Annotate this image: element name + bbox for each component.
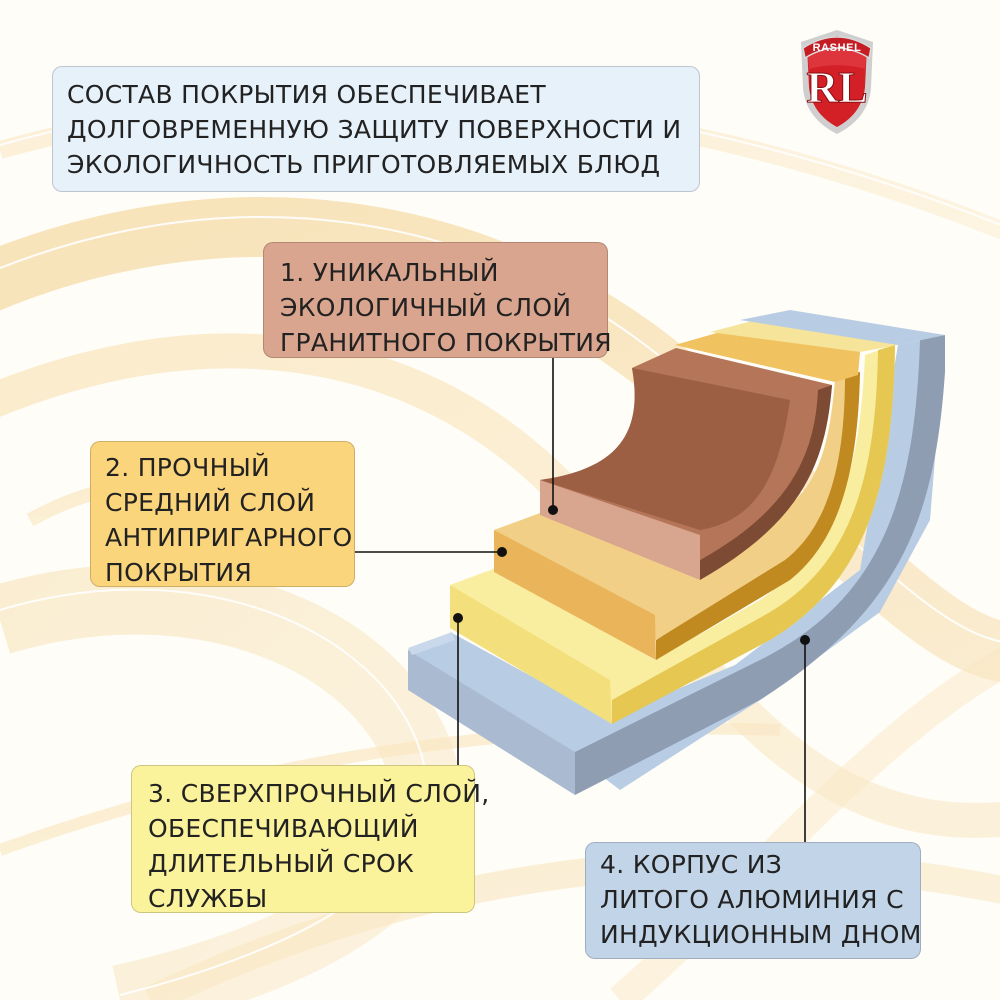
- callout-granite-layer: 1. УНИКАЛЬНЫЙ ЭКОЛОГИЧНЫЙ СЛОЙ ГРАНИТНОГ…: [263, 242, 612, 358]
- body-layer-front-edge: [408, 632, 455, 655]
- leader-dot-3: [453, 613, 463, 623]
- callout-line: 3. СВЕРХПРОЧНЫЙ СЛОЙ,: [148, 779, 490, 808]
- callout-aluminium-body: 4. КОРПУС ИЗ ЛИТОГО АЛЮМИНИЯ С ИНДУКЦИОН…: [585, 842, 921, 959]
- headline-line-1: СОСТАВ ПОКРЫТИЯ ОБЕСПЕЧИВАЕТ: [67, 80, 546, 109]
- leader-dot-4: [800, 635, 810, 645]
- headline-box: СОСТАВ ПОКРЫТИЯ ОБЕСПЕЧИВАЕТ ДОЛГОВРЕМЕН…: [52, 66, 700, 192]
- hardness-layer-front: [450, 585, 612, 724]
- callout-line: ЛИТОГО АЛЮМИНИЯ С: [600, 885, 904, 914]
- callout-line: ГРАНИТНОГО ПОКРЫТИЯ: [280, 328, 612, 357]
- callout-line: СРЕДНИЙ СЛОЙ: [105, 488, 316, 517]
- leader-dot-2: [497, 547, 507, 557]
- callout-hardness-layer: 3. СВЕРХПРОЧНЫЙ СЛОЙ, ОБЕСПЕЧИВАЮЩИЙ ДЛИ…: [131, 765, 490, 913]
- logo-monogram: RL: [806, 63, 867, 112]
- logo-wordmark: RASHEL: [813, 42, 862, 54]
- callout-line: 2. ПРОЧНЫЙ: [105, 453, 271, 482]
- callout-line: ОБЕСПЕЧИВАЮЩИЙ: [148, 814, 419, 843]
- callout-line: АНТИПРИГАРНОГО: [105, 523, 353, 552]
- granite-layer-right: [700, 385, 832, 580]
- hardness-layer-right: [612, 345, 895, 724]
- flange-stripes: [675, 322, 860, 382]
- granite-layer-front: [540, 480, 700, 580]
- callout-line: ИНДУКЦИОННЫМ ДНОМ: [600, 920, 922, 949]
- rashel-logo: RASHEL RL: [801, 30, 873, 134]
- leader-dot-1: [548, 505, 558, 515]
- body-layer-front: [408, 650, 575, 795]
- callout-line: ПОКРЫТИЯ: [105, 558, 253, 587]
- body-layer-top: [408, 335, 945, 790]
- nonstick-layer-front: [494, 530, 656, 660]
- granite-layer-curve-shade: [540, 368, 790, 530]
- nonstick-layer-right: [656, 372, 860, 660]
- headline-line-2: ДОЛГОВРЕМЕННУЮ ЗАЩИТУ ПОВЕРХНОСТИ И: [67, 115, 682, 144]
- callout-line: СЛУЖБЫ: [148, 884, 268, 913]
- flange-stripes-light: [710, 315, 898, 352]
- callout-line: ЭКОЛОГИЧНЫЙ СЛОЙ: [280, 293, 572, 322]
- flange-top-blue: [740, 310, 945, 345]
- callout-line: 4. КОРПУС ИЗ: [600, 850, 783, 879]
- body-layer-right: [575, 335, 945, 795]
- callout-line: 1. УНИКАЛЬНЫЙ: [280, 258, 499, 287]
- callout-nonstick-layer: 2. ПРОЧНЫЙ СРЕДНИЙ СЛОЙ АНТИПРИГАРНОГО П…: [90, 441, 355, 587]
- callout-line: ДЛИТЕЛЬНЫЙ СРОК: [148, 849, 415, 878]
- headline-line-3: ЭКОЛОГИЧНОСТЬ ПРИГОТОВЛЯЕМЫХ БЛЮД: [67, 150, 661, 179]
